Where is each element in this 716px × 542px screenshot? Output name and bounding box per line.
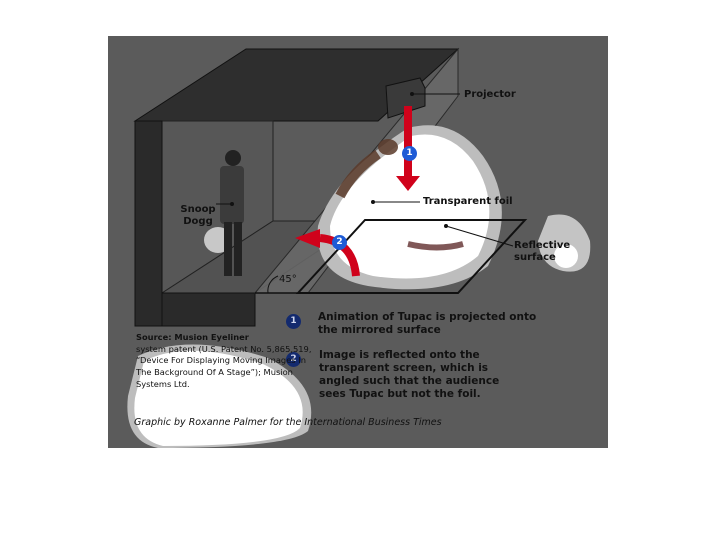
reflective-surface-label: Reflective surface [514,240,571,263]
hologram-diagram: Projector Transparent foil Reflective su… [108,36,608,448]
highlight-blob [554,244,578,268]
arrow-down-icon [396,176,420,191]
transparent-foil-label: Transparent foil [423,196,513,207]
arrow-left-icon [295,229,320,248]
stage-front-pillar [134,120,163,327]
source-text: system patent (U.S. Patent No. 5,865,519… [136,343,312,389]
source-label: Source: Musion Eyeliner [136,332,249,342]
stage-front-base [161,292,256,327]
source-note: Source: Musion Eyeliner system patent (U… [136,332,316,391]
step-1-badge: 1 [286,314,301,329]
marker-1: 1 [402,146,417,161]
projector-icon [385,77,426,119]
marker-2: 2 [332,235,347,250]
highlight-blob [330,134,490,279]
step-1-text: Animation of Tupac is projected onto the… [318,311,537,336]
highlight-blob [134,350,303,446]
stage-illustration [127,47,591,448]
step-2-badge: 2 [286,352,301,367]
angle-label: 45° [279,274,297,285]
reflection-arrow [319,234,360,277]
tupac-hologram-figure [335,139,464,251]
projection-beam [404,106,412,176]
projector-label: Projector [464,89,516,100]
snoop-dogg-figure [220,150,244,276]
step-2-text: Image is reflected onto the transparent … [319,349,500,400]
graphic-credit: Graphic by Roxanne Palmer for the Intern… [134,417,442,428]
performer-label: Snoop Dogg [180,204,216,227]
